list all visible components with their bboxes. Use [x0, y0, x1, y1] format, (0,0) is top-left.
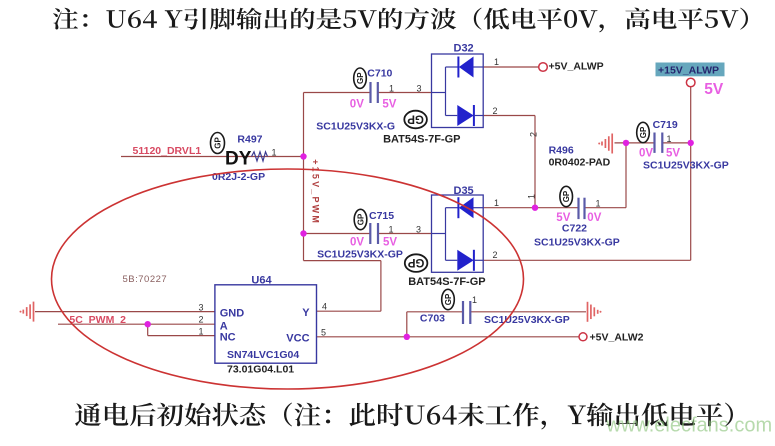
svg-text:2: 2 [493, 106, 498, 116]
svg-text:3: 3 [417, 84, 422, 94]
svg-text:GP: GP [562, 190, 571, 202]
svg-text:5B:70227: 5B:70227 [123, 274, 168, 285]
svg-text:1: 1 [389, 84, 394, 94]
svg-text:D32: D32 [454, 43, 474, 55]
svg-text:73.01G04.L01: 73.01G04.L01 [227, 363, 294, 375]
svg-text:1: 1 [596, 199, 601, 209]
svg-text:www.elecfans.com: www.elecfans.com [606, 415, 773, 437]
svg-text:SC1U25V3KX-GP: SC1U25V3KX-GP [317, 248, 403, 260]
svg-text:C715: C715 [369, 210, 394, 222]
svg-text:C722: C722 [562, 223, 587, 235]
svg-text:R496: R496 [549, 144, 574, 156]
svg-text:VCC: VCC [286, 333, 309, 345]
svg-text:5V: 5V [704, 81, 724, 98]
svg-text:5C_PWM_2: 5C_PWM_2 [69, 314, 126, 326]
svg-text:3: 3 [416, 225, 421, 235]
svg-text:0V: 0V [639, 148, 653, 160]
svg-text:1: 1 [494, 198, 499, 208]
svg-text:1: 1 [667, 134, 672, 144]
svg-text:DY: DY [225, 148, 252, 169]
svg-text:Y: Y [302, 307, 310, 319]
svg-text:2: 2 [493, 250, 498, 260]
svg-text:GND: GND [220, 308, 245, 320]
svg-text:SC1U25V3KX-GP: SC1U25V3KX-GP [484, 314, 570, 326]
svg-text:1: 1 [494, 57, 499, 67]
svg-text:BAT54S-7F-GP: BAT54S-7F-GP [408, 276, 485, 288]
svg-text:GP: GP [639, 126, 648, 138]
svg-text:NC: NC [220, 332, 236, 344]
svg-text:2: 2 [529, 132, 539, 137]
svg-text:5V: 5V [556, 212, 570, 224]
svg-text:5V: 5V [382, 98, 396, 110]
svg-text:GP: GP [214, 137, 223, 149]
svg-text:1: 1 [389, 225, 394, 235]
svg-text:SC1U25V3KX-G: SC1U25V3KX-G [316, 121, 395, 133]
svg-text:1: 1 [198, 327, 203, 337]
svg-text:BAT54S-7F-GP: BAT54S-7F-GP [383, 134, 460, 146]
svg-text:4: 4 [322, 302, 327, 312]
svg-text:C703: C703 [420, 313, 445, 325]
svg-text:U64: U64 [251, 275, 272, 287]
svg-text:3: 3 [198, 303, 203, 313]
svg-text:GP: GP [356, 72, 365, 84]
svg-text:D35: D35 [454, 185, 474, 197]
svg-text:5: 5 [321, 328, 326, 338]
svg-text:GP: GP [357, 213, 366, 225]
svg-text:+15V_ALWP: +15V_ALWP [658, 65, 719, 77]
svg-text:+15V_PWM: +15V_PWM [311, 159, 321, 225]
svg-text:A: A [220, 320, 228, 332]
svg-text:0R0402-PAD: 0R0402-PAD [549, 157, 611, 169]
svg-text:2: 2 [198, 315, 203, 325]
svg-text:0V: 0V [587, 212, 601, 224]
svg-text:R497: R497 [237, 134, 262, 146]
svg-text:0V: 0V [350, 98, 364, 110]
svg-text:GP: GP [407, 113, 424, 125]
svg-text:+5V_ALWP: +5V_ALWP [549, 61, 604, 73]
svg-text:SC1U25V3KX-GP: SC1U25V3KX-GP [534, 237, 620, 249]
svg-text:1: 1 [272, 148, 277, 158]
svg-text:1: 1 [472, 295, 477, 305]
svg-text:5V: 5V [383, 236, 397, 248]
svg-text:SC1U25V3KX-GP: SC1U25V3KX-GP [643, 160, 729, 172]
svg-text:+5V_ALW2: +5V_ALW2 [590, 331, 644, 343]
svg-text:SN74LVC1G04: SN74LVC1G04 [227, 349, 299, 361]
svg-text:0V: 0V [350, 236, 364, 248]
svg-text:0R2J-2-GP: 0R2J-2-GP [212, 171, 265, 183]
svg-text:GP: GP [407, 256, 424, 268]
svg-text:GP: GP [444, 293, 453, 305]
svg-text:1: 1 [527, 194, 537, 199]
svg-text:C719: C719 [653, 119, 678, 131]
svg-text:C710: C710 [367, 68, 392, 80]
svg-text:51120_DRVL1: 51120_DRVL1 [133, 145, 202, 157]
svg-text:5V: 5V [666, 148, 680, 160]
